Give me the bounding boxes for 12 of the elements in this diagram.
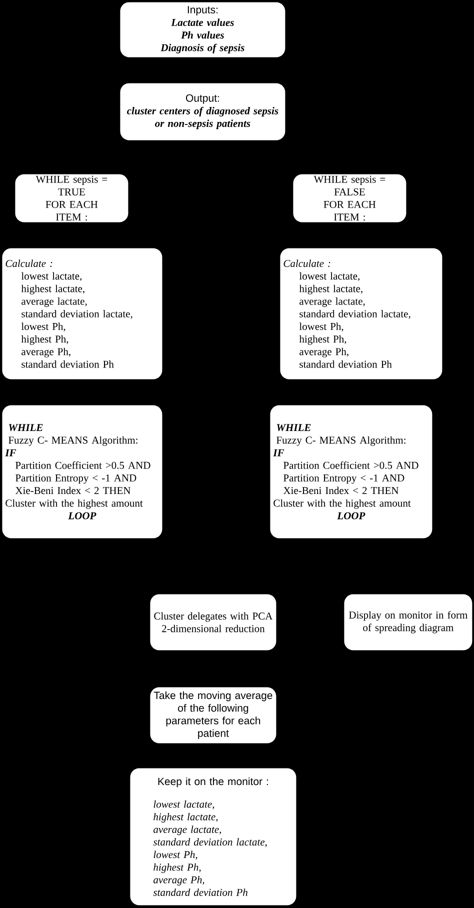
- process-box: WHILE Fuzzy C- MEANS Algorithm: IF Partition Coefficient >0.5 AND Partition Entropy < -1 AND Xie-Beni Index < 2 THEN Cluster with the highest amount LOOP: [270, 405, 432, 538]
- process-box: Inputs: Lactate values Ph values Diagnosis of sepsis: [120, 2, 286, 58]
- process-box: WHILE sepsis = FALSE FOR EACH ITEM :: [293, 174, 406, 222]
- process-box: Cluster delegates with PCA 2-dimensional reduction: [150, 594, 276, 650]
- process-box: Take the moving average of the following parameters for each patient: [150, 687, 276, 744]
- process-box: Calculate : lowest lactate, highest lactate, average lactate, standard deviation lactate, lowest Ph, highest Ph, average Ph, standard deviation Ph: [280, 248, 442, 380]
- process-box: Keep it on the monitor : lowest lactate, highest lactate, average lactate, standard deviation lactate, lowest Ph, highest Ph, average Ph, standard deviation Ph: [130, 768, 296, 906]
- process-box: Display on monitor in form of spreading diagram: [344, 594, 472, 650]
- process-box: Output: cluster centers of diagnosed sepsis or non-sepsis patients: [120, 83, 286, 140]
- process-box: Calculate : lowest lactate, highest lactate, average lactate, standard deviation lactate, lowest Ph, highest Ph, average Ph, standard deviation Ph: [2, 248, 162, 380]
- process-box: WHILE sepsis = TRUE FOR EACH ITEM :: [15, 174, 128, 222]
- process-box: WHILE Fuzzy C- MEANS Algorithm: IF Partition Coefficient >0.5 AND Partition Entropy < -1 AND Xie-Beni Index < 2 THEN Cluster with the highest amount LOOP: [2, 405, 162, 538]
